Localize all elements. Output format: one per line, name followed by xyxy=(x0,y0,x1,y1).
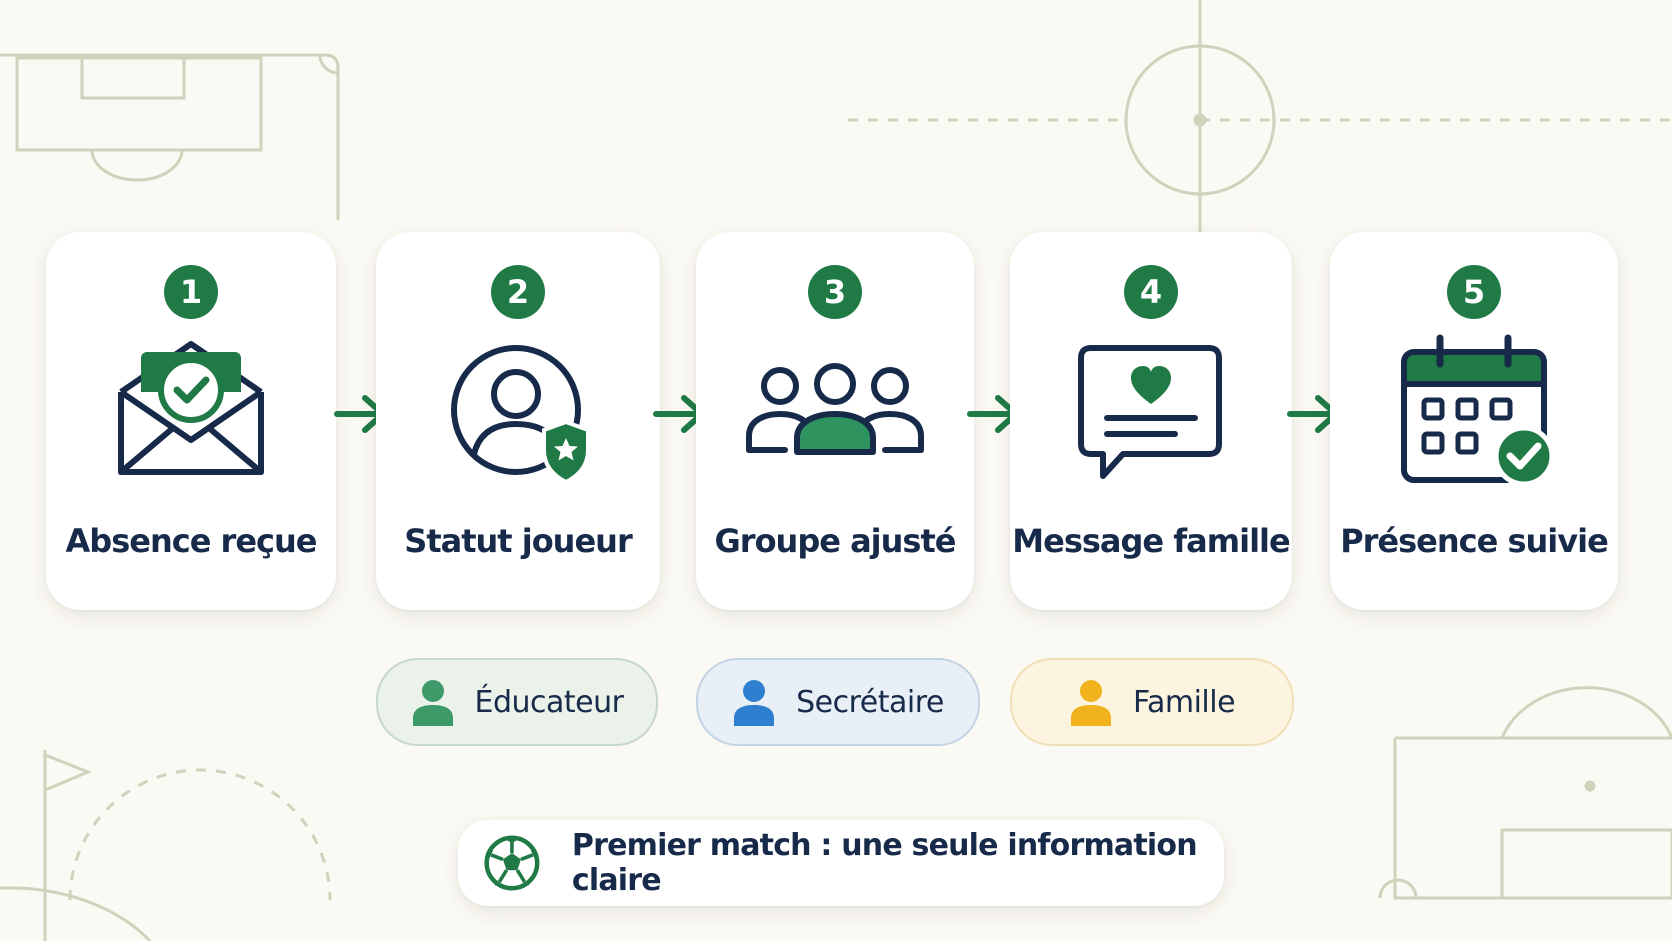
step-number-badge: 2 xyxy=(491,265,545,319)
role-label: Éducateur xyxy=(474,684,624,720)
role-pill-famille: Famille xyxy=(1010,658,1294,746)
step-card-5: 5 Présence suivie xyxy=(1330,232,1618,610)
role-pill-educateur: Éducateur xyxy=(376,658,658,746)
step-number-badge: 4 xyxy=(1124,265,1178,319)
calendar-check-icon xyxy=(1401,334,1554,487)
role-label: Famille xyxy=(1132,684,1236,720)
role-label: Secrétaire xyxy=(796,684,944,720)
envelope-check-icon xyxy=(118,341,264,475)
step-label: Groupe ajusté xyxy=(714,522,957,560)
role-pill-secretaire: Secrétaire xyxy=(696,658,980,746)
step-number-badge: 1 xyxy=(164,265,218,319)
step-label: Message famille xyxy=(1012,522,1290,560)
player-shield-icon xyxy=(451,345,590,485)
message-heart-icon xyxy=(1078,345,1222,479)
step-number-badge: 3 xyxy=(808,265,862,319)
step-card-3: 3 Groupe ajusté xyxy=(696,232,974,610)
person-icon xyxy=(734,680,775,726)
footer-banner: Premier match : une seule information cl… xyxy=(458,820,1224,906)
step-label: Présence suivie xyxy=(1340,522,1609,560)
step-card-4: 4 Message famille xyxy=(1010,232,1292,610)
step-label: Statut joueur xyxy=(404,522,632,560)
step-number-badge: 5 xyxy=(1447,265,1501,319)
person-icon xyxy=(1070,680,1111,726)
group-icon xyxy=(746,363,924,455)
step-label: Absence reçue xyxy=(65,522,318,560)
soccer-ball-icon xyxy=(484,835,540,891)
person-icon xyxy=(412,680,453,726)
footer-text: Premier match : une seule information cl… xyxy=(571,828,1198,898)
step-card-1: 1 Absence reçue xyxy=(46,232,336,610)
step-card-2: 2 Statut joueur xyxy=(376,232,660,610)
